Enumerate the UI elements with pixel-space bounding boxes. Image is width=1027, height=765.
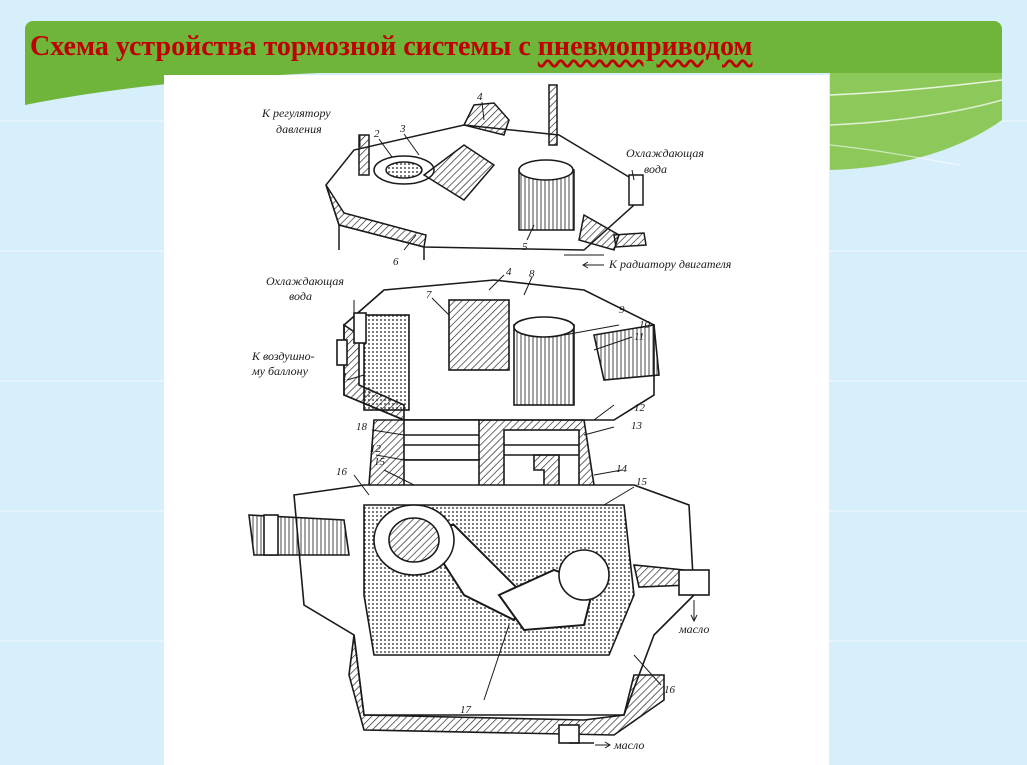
part-number: 8 bbox=[529, 268, 535, 280]
label-to-air-tank-line2: му баллону bbox=[251, 364, 309, 378]
part-number: 9 bbox=[619, 304, 625, 316]
part-number: 4 bbox=[506, 266, 512, 278]
part-number: 11 bbox=[634, 331, 644, 343]
compressor-diagram: К регулятору давления Охлаждающая вода К… bbox=[164, 75, 829, 765]
part-number: 18 bbox=[356, 421, 368, 433]
part-number: 15 bbox=[374, 456, 386, 468]
slide-title-prefix: Схема устройства тормозной системы с bbox=[30, 31, 538, 62]
part-number: 10 bbox=[639, 319, 651, 331]
part-number: 14 bbox=[616, 463, 628, 475]
label-cooling-water-top-line1: Охлаждающая bbox=[626, 146, 704, 160]
diagram-drawing: К регулятору давления Охлаждающая вода К… bbox=[248, 84, 732, 752]
label-cooling-water-top-line2: вода bbox=[644, 162, 667, 176]
label-oil-bottom: масло bbox=[613, 738, 644, 752]
label-to-air-tank-line1: К воздушно- bbox=[251, 349, 315, 363]
part-number: 2 bbox=[374, 128, 380, 140]
part-number: 17 bbox=[460, 704, 472, 716]
title-swoosh-decoration bbox=[25, 69, 1003, 170]
part-number: 3 bbox=[399, 123, 406, 135]
part-number: 16 bbox=[664, 684, 676, 696]
label-cooling-water-mid-line2: вода bbox=[289, 289, 312, 303]
compressor-body bbox=[248, 279, 710, 744]
part-number: 12 bbox=[634, 402, 646, 414]
part-number: 5 bbox=[522, 241, 528, 253]
cylinder-head-assembly bbox=[325, 84, 647, 260]
part-number: 16 bbox=[336, 466, 348, 478]
label-to-engine-radiator: К радиатору двигателя bbox=[608, 257, 732, 271]
label-oil-right: масло bbox=[678, 622, 709, 636]
slide-title: Схема устройства тормозной системы с пне… bbox=[30, 31, 753, 63]
part-number: 13 bbox=[631, 420, 643, 432]
part-number: 4 bbox=[477, 91, 483, 103]
title-bar bbox=[25, 21, 1002, 73]
label-to-pressure-regulator-line2: давления bbox=[276, 122, 322, 136]
label-cooling-water-mid-line1: Охлаждающая bbox=[266, 274, 344, 288]
part-number: 1 bbox=[342, 371, 348, 383]
part-number: 12 bbox=[370, 443, 382, 455]
part-number: 7 bbox=[426, 289, 432, 301]
part-number: 6 bbox=[393, 256, 399, 268]
leader-lines bbox=[346, 101, 698, 749]
part-number: 15 bbox=[636, 476, 648, 488]
label-to-pressure-regulator-line1: К регулятору bbox=[261, 106, 331, 120]
slide-title-underlined: пневмоприводом bbox=[537, 31, 753, 62]
